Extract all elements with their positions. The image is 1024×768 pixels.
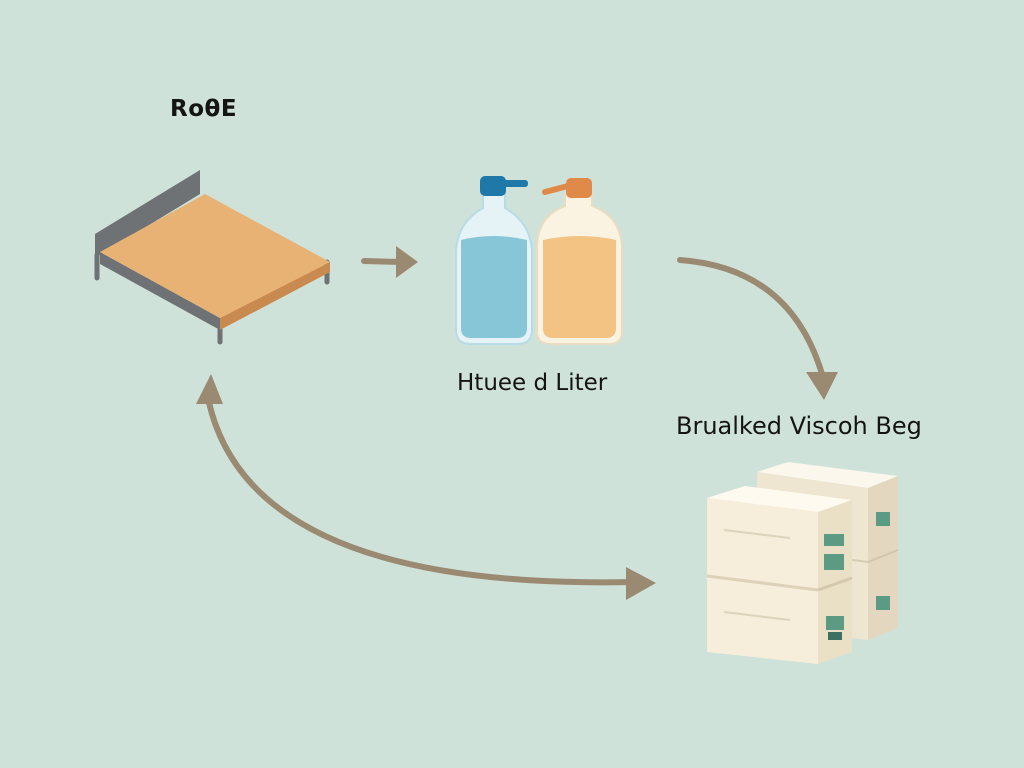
bed-icon: [94, 170, 330, 345]
boxes-label: Brualked Viscoh Beg: [676, 412, 922, 440]
arrow-bed-to-bottles: [361, 246, 418, 278]
bed-label: RoθE: [170, 96, 238, 122]
arrow-bed-boxes-loop: [196, 374, 656, 600]
liquids-label: Htuee d Liter: [457, 370, 608, 396]
juice-bottle-icon: [536, 178, 623, 345]
box-stack-icon: [706, 462, 899, 664]
arrow-bottles-to-boxes: [677, 257, 838, 400]
water-bottle-icon: [455, 176, 533, 345]
